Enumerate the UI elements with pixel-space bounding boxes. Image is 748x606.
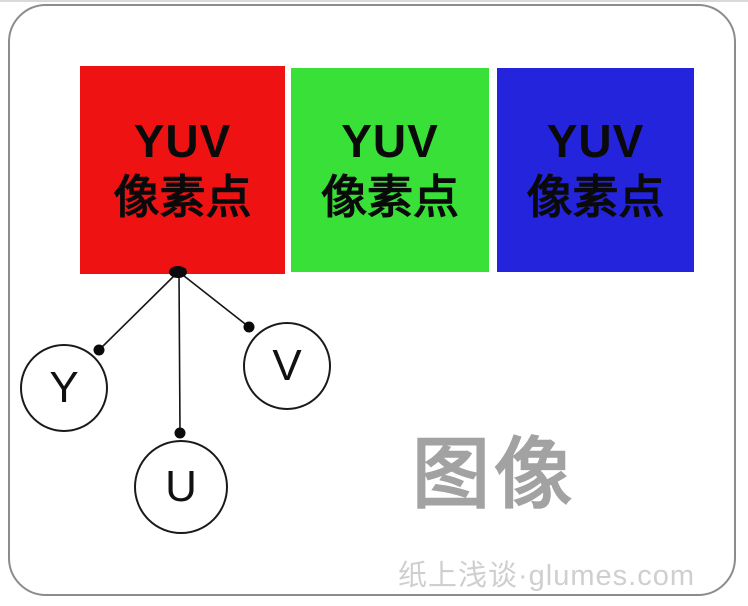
node-y: Y [20,344,108,432]
yuv-pixel-box-red: YUV 像素点 [80,66,285,274]
node-v: V [243,322,331,410]
watermark-text: 纸上浅谈·glumes.com [398,560,695,592]
yuv-pixel-box-blue: YUV 像素点 [497,68,694,272]
image-caption: 图像 [412,430,577,518]
yuv-pixel-box-green: YUV 像素点 [291,68,489,272]
node-v-label: V [272,341,302,390]
pixel-point-label: 像素点 [321,171,459,223]
top-edge-strip [0,0,748,2]
pixel-point-label: 像素点 [113,171,252,223]
node-u-label: U [165,462,197,511]
pixel-point-label: 像素点 [526,171,665,223]
yuv-label: YUV [341,115,439,167]
node-y-label: Y [49,363,79,412]
yuv-label: YUV [133,115,232,167]
rounded-frame [8,4,736,596]
yuv-label: YUV [546,115,645,167]
node-u: U [134,440,228,534]
